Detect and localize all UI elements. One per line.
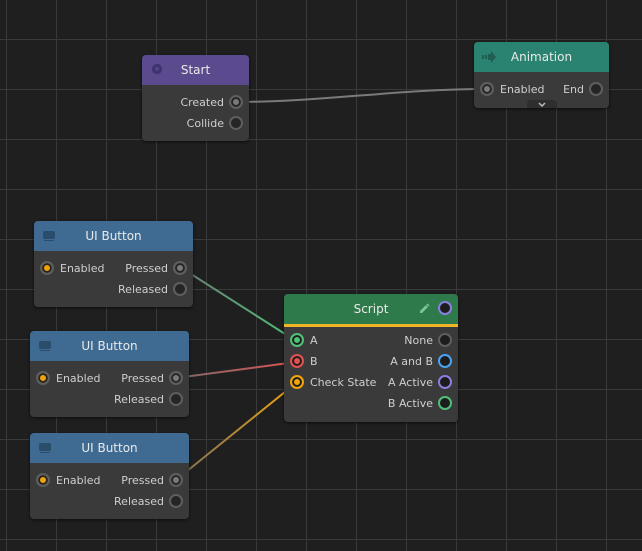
wire-button3-to-script-check[interactable] (175, 382, 297, 481)
input-a: A (290, 332, 318, 348)
monitor-icon (43, 231, 55, 241)
output-pressed: Pressed (125, 260, 187, 276)
animation-node-header[interactable]: Animation (474, 42, 609, 72)
input-enabled: Enabled (480, 81, 544, 97)
output-port-created[interactable] (229, 95, 243, 109)
port-label: Pressed (121, 371, 164, 385)
input-enabled: Enabled (40, 260, 104, 276)
port-label: Enabled (500, 82, 545, 96)
port-label: Released (114, 392, 164, 406)
port-label: B Active (387, 396, 433, 410)
output-a-and-b: A and B (390, 353, 452, 369)
expand-button[interactable] (526, 100, 557, 108)
output-port-pressed[interactable] (169, 371, 183, 385)
output-created: Created (180, 94, 243, 110)
pencil-icon[interactable] (419, 303, 430, 314)
wire-button2-to-script-b[interactable] (175, 361, 297, 379)
animation-node[interactable]: Animation Enabled End (474, 42, 609, 108)
output-port-released[interactable] (169, 392, 183, 406)
port-label: A (310, 333, 318, 347)
output-released: Released (114, 391, 183, 407)
port-label: End (563, 82, 584, 96)
port-label: Released (118, 282, 168, 296)
output-port-a-and-b[interactable] (438, 354, 452, 368)
script-header-port[interactable] (438, 301, 452, 315)
script-node-header[interactable]: Script (284, 294, 458, 327)
output-port-released[interactable] (169, 494, 183, 508)
input-b: B (290, 353, 318, 369)
input-enabled: Enabled (36, 370, 100, 386)
port-label: None (404, 333, 433, 347)
wire-button1-to-script-a[interactable] (179, 266, 297, 342)
port-label: Created (180, 95, 224, 109)
port-label: Enabled (56, 371, 101, 385)
port-label: Released (114, 494, 164, 508)
input-port-a[interactable] (290, 333, 304, 347)
node-title: Script (353, 302, 389, 316)
port-label: Collide (186, 116, 224, 130)
output-port-pressed[interactable] (169, 473, 183, 487)
play-circle-icon (151, 63, 163, 75)
input-port-enabled[interactable] (36, 473, 50, 487)
arrow-right-icon (482, 51, 496, 63)
output-port-none[interactable] (438, 333, 452, 347)
script-node[interactable]: Script A B Check State None A and B A (284, 294, 458, 422)
output-port-released[interactable] (173, 282, 187, 296)
node-title: UI Button (81, 441, 138, 455)
monitor-icon (39, 341, 51, 351)
ui-button-node-3[interactable]: UI Button Enabled Pressed Released (30, 433, 189, 519)
ui-button-node-header[interactable]: UI Button (30, 433, 189, 463)
output-pressed: Pressed (121, 472, 183, 488)
input-check-state: Check State (290, 374, 376, 390)
port-label: B (310, 354, 318, 368)
start-node[interactable]: Start Created Collide (142, 55, 249, 141)
ui-button-node-header[interactable]: UI Button (34, 221, 193, 251)
port-label: Pressed (121, 473, 164, 487)
monitor-icon (39, 443, 51, 453)
output-none: None (404, 332, 452, 348)
ui-button-node-2[interactable]: UI Button Enabled Pressed Released (30, 331, 189, 417)
input-port-enabled[interactable] (40, 261, 54, 275)
ui-button-node-1[interactable]: UI Button Enabled Pressed Released (34, 221, 193, 307)
input-port-b[interactable] (290, 354, 304, 368)
output-a-active: A Active (388, 374, 452, 390)
port-label: Pressed (125, 261, 168, 275)
port-label: Check State (310, 375, 377, 389)
output-port-end[interactable] (589, 82, 603, 96)
input-port-check-state[interactable] (290, 375, 304, 389)
input-enabled: Enabled (36, 472, 100, 488)
output-port-pressed[interactable] (173, 261, 187, 275)
output-released: Released (114, 493, 183, 509)
port-label: Enabled (60, 261, 105, 275)
output-port-a-active[interactable] (438, 375, 452, 389)
node-title: Start (180, 63, 211, 77)
output-b-active: B Active (388, 395, 452, 411)
start-node-header[interactable]: Start (142, 55, 249, 85)
port-label: A Active (387, 375, 433, 389)
chevron-down-icon (537, 101, 546, 107)
node-title: UI Button (81, 339, 138, 353)
port-label: Enabled (56, 473, 101, 487)
node-title: Animation (510, 50, 573, 64)
output-collide: Collide (187, 115, 243, 131)
output-port-b-active[interactable] (438, 396, 452, 410)
node-title: UI Button (85, 229, 142, 243)
input-port-enabled[interactable] (480, 82, 494, 96)
wire-start-to-animation[interactable] (235, 88, 487, 103)
input-port-enabled[interactable] (36, 371, 50, 385)
output-port-collide[interactable] (229, 116, 243, 130)
ui-button-node-header[interactable]: UI Button (30, 331, 189, 361)
output-released: Released (118, 281, 187, 297)
output-end: End (563, 81, 603, 97)
output-pressed: Pressed (121, 370, 183, 386)
port-label: A and B (390, 354, 433, 368)
